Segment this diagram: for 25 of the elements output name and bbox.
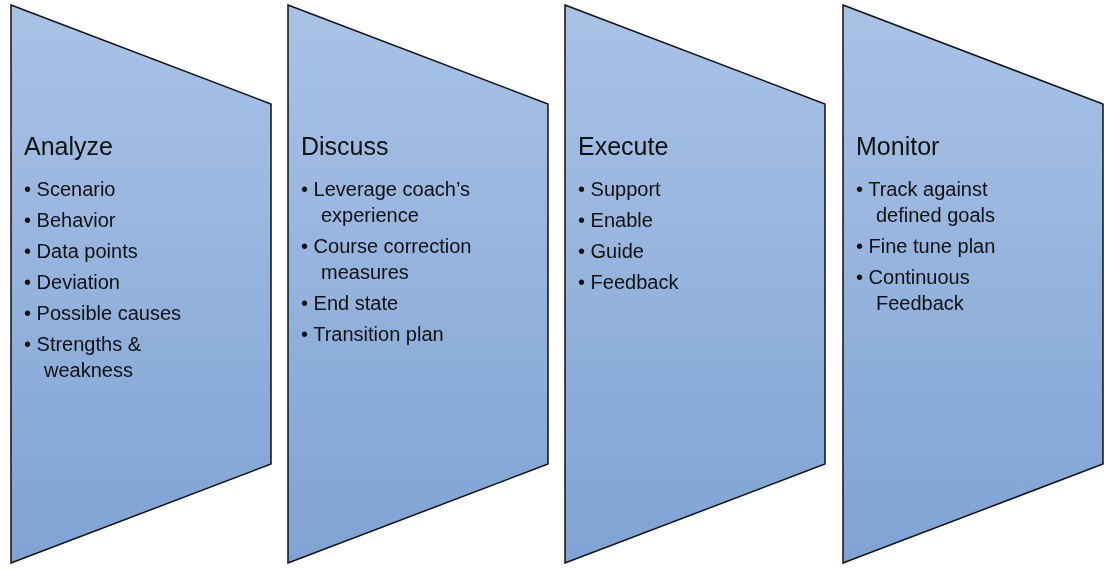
bullet-item: • Track against defined goals [856,177,996,228]
stage-heading: Monitor [856,132,940,161]
bullet-item: • Transition plan [301,322,445,347]
stage-trapezoid [842,4,1104,564]
stage-trapezoid [287,4,549,564]
bullet-item: • Feedback [578,270,680,295]
bullet-item: • Course correction measures [301,234,473,285]
bullet-item: • Support [578,177,662,202]
stage-heading: Analyze [24,132,113,161]
bullet-item: • Strengths & weakness [24,332,143,383]
bullet-item: • Behavior [24,208,117,233]
bullet-item: • Possible causes [24,301,183,326]
bullet-item: • End state [301,291,400,316]
bullet-item: • Data points [24,239,139,264]
stage-trapezoid [564,4,826,564]
stage-heading: Execute [578,132,669,161]
bullet-item: • Leverage coach’s experience [301,177,471,228]
stage-heading: Discuss [301,132,389,161]
bullet-item: • Guide [578,239,645,264]
bullet-item: • Enable [578,208,654,233]
bullet-item: • Scenario [24,177,117,202]
stage-trapezoid [10,4,272,564]
bullet-item: • Continuous Feedback [856,265,971,316]
bullet-item: • Deviation [24,270,121,295]
bullet-item: • Fine tune plan [856,234,997,259]
